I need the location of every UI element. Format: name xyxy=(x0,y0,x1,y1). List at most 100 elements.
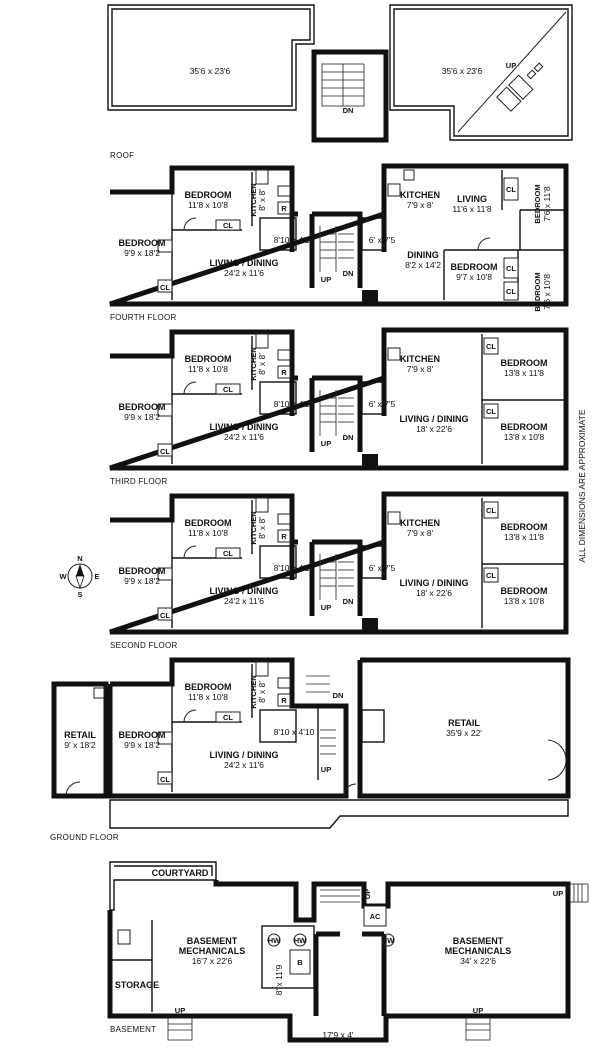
basement-hw-3: HW xyxy=(382,936,395,945)
ground-living-dim: 24'2 x 11'6 xyxy=(224,760,264,770)
second-e-living-dim: 18' x 22'6 xyxy=(416,588,452,598)
ground-kitchen-dim: 8' x 8' xyxy=(257,681,267,703)
second-e-bedroom-a-dim: 13'8 x 11'8 xyxy=(504,532,544,542)
third-e-bedroom-b-dim: 13'8 x 10'8 xyxy=(504,432,545,442)
second-w-bedroom-a-dim: 9'9 x 18'2 xyxy=(124,576,160,586)
ground-retail-small-dim: 9' x 18'2 xyxy=(64,740,95,750)
third-w-kitchen-name: KITCHEN xyxy=(249,347,258,380)
fourth-e-bath-dim: 6' x 7'5 xyxy=(369,235,396,245)
basement-up-3: UP xyxy=(175,1006,185,1015)
fourth-e-cl-2: CL xyxy=(506,264,516,273)
second-floor-plan: N S E W BEDROOM 9'9 x 18'2 BEDROOM 11'8 … xyxy=(59,491,569,650)
second-w-bedroom-a-name: BEDROOM xyxy=(119,566,166,576)
third-e-bedroom-a-name: BEDROOM xyxy=(501,358,548,368)
third-up-label: UP xyxy=(321,439,331,448)
ground-dn-label: DN xyxy=(333,691,344,700)
fourth-e-dining-name: DINING xyxy=(407,250,439,260)
third-e-bedroom-a-dim: 13'8 x 11'8 xyxy=(504,368,544,378)
ground-bedroom-a-dim: 9'9 x 18'2 xyxy=(124,740,160,750)
basement-b-label: B xyxy=(297,958,303,967)
second-up-label: UP xyxy=(321,603,331,612)
fourth-w-living-name: LIVING / DINING xyxy=(209,258,278,268)
fourth-e-bedroom-b-dim: 7'6 x 11'8 xyxy=(542,186,552,221)
second-e-bath-dim: 6' x 7'5 xyxy=(369,563,396,573)
fourth-up-label: UP xyxy=(321,275,331,284)
fourth-e-kitchen-name: KITCHEN xyxy=(400,190,440,200)
basement-hw-1: HW xyxy=(268,936,281,945)
fourth-w-cl-1: CL xyxy=(223,221,233,230)
second-w-cl-1: CL xyxy=(223,549,233,558)
ground-retail-large-dim: 35'9 x 22' xyxy=(446,728,482,738)
basement-mech-left-name2: MECHANICALS xyxy=(179,946,246,956)
fourth-e-living-dim: 11'6 x 11'8 xyxy=(452,204,492,214)
fourth-e-bedroom-b-name: BEDROOM xyxy=(533,184,542,223)
second-dn-label: DN xyxy=(343,597,354,606)
dimensions-note: ALL DIMENSIONS ARE APPROXIMATE xyxy=(577,409,587,562)
basement-mech-right-name: BASEMENT xyxy=(453,936,504,946)
fourth-w-bedroom-a-dim: 9'9 x 18'2 xyxy=(124,248,160,258)
basement-mech-left-dim: 16'7 x 22'6 xyxy=(192,956,233,966)
fourth-e-bedroom-c-name: BEDROOM xyxy=(533,272,542,311)
third-w-bedroom-a-name: BEDROOM xyxy=(119,402,166,412)
basement-vault-dim: 17'9 x 4' xyxy=(322,1030,354,1040)
second-e-cl-2: CL xyxy=(486,571,496,580)
third-w-r: R xyxy=(281,368,287,377)
fourth-w-bedroom-a-name: BEDROOM xyxy=(119,238,166,248)
compass-w: W xyxy=(59,572,67,581)
fourth-e-kitchen-dim: 7'9 x 8' xyxy=(407,200,434,210)
fourth-e-living-name: LIVING xyxy=(457,194,487,204)
roof-dn-label: DN xyxy=(343,106,354,115)
third-e-living-name: LIVING / DINING xyxy=(399,414,468,424)
basement-up-1: UP xyxy=(363,889,372,899)
compass-rose: N S E W xyxy=(59,554,99,599)
third-dn-label: DN xyxy=(343,433,354,442)
basement-boiler-dim: 8' x 11'9 xyxy=(274,964,284,995)
second-floor-label: SECOND FLOOR xyxy=(110,641,178,650)
second-e-bedroom-b-name: BEDROOM xyxy=(501,586,548,596)
third-w-bedroom-b-dim: 11'8 x 10'8 xyxy=(188,364,228,374)
basement-plan: COURTYARD BASEMENT MECHANICALS 16'7 x 22… xyxy=(107,861,589,1043)
second-e-kitchen-name: KITCHEN xyxy=(400,518,440,528)
ground-up-label: UP xyxy=(321,765,331,774)
ground-retail-large-name: RETAIL xyxy=(448,718,480,728)
basement-up-4: UP xyxy=(473,1006,483,1015)
fourth-e-cl-3: CL xyxy=(506,287,516,296)
second-w-cl-2: CL xyxy=(160,611,170,620)
basement-courtyard-label: COURTYARD xyxy=(152,868,209,878)
fourth-w-kitchen-name: KITCHEN xyxy=(249,183,258,216)
second-e-cl-1: CL xyxy=(486,506,496,515)
fourth-w-kitchen-dim: 8' x 8' xyxy=(257,189,267,211)
basement-mech-right-name2: MECHANICALS xyxy=(445,946,512,956)
second-e-bedroom-a-name: BEDROOM xyxy=(501,522,548,532)
third-e-cl-1: CL xyxy=(486,342,496,351)
fourth-w-bedroom-b-name: BEDROOM xyxy=(185,190,232,200)
ground-retail-small-name: RETAIL xyxy=(64,730,96,740)
third-e-bedroom-b-name: BEDROOM xyxy=(501,422,548,432)
basement-up-2: UP xyxy=(553,889,563,898)
basement-floor-label: BASEMENT xyxy=(110,1025,156,1034)
second-w-bath-dim: 8'10 x 4'10 xyxy=(274,563,315,573)
second-w-living-name: LIVING / DINING xyxy=(209,586,278,596)
third-e-living-dim: 18' x 22'6 xyxy=(416,424,452,434)
ground-cl-2: CL xyxy=(160,775,170,784)
ground-floor-plan: RETAIL 9' x 18'2 BEDROOM 9'9 x 18'2 BEDR… xyxy=(50,657,571,842)
fourth-w-bedroom-b-dim: 11'8 x 10'8 xyxy=(188,200,228,210)
fourth-e-bedroom-c-dim: 7'6 x 10'8 xyxy=(542,274,552,310)
ground-cl-1: CL xyxy=(223,713,233,722)
fourth-dn-label: DN xyxy=(343,269,354,278)
third-floor-label: THIRD FLOOR xyxy=(110,477,168,486)
basement-storage-label: STORAGE xyxy=(115,980,159,990)
third-w-cl-2: CL xyxy=(160,447,170,456)
third-e-kitchen-name: KITCHEN xyxy=(400,354,440,364)
third-w-living-name: LIVING / DINING xyxy=(209,422,278,432)
second-w-kitchen-name: KITCHEN xyxy=(249,511,258,544)
second-e-kitchen-dim: 7'9 x 8' xyxy=(407,528,434,538)
fourth-w-cl-2: CL xyxy=(160,283,170,292)
third-w-bedroom-b-name: BEDROOM xyxy=(185,354,232,364)
third-e-cl-2: CL xyxy=(486,407,496,416)
ground-bedroom-a-name: BEDROOM xyxy=(119,730,166,740)
ground-bath-dim: 8'10 x 4'10 xyxy=(274,727,315,737)
fourth-e-bedroom-a-dim: 9'7 x 10'8 xyxy=(456,272,492,282)
ground-bedroom-b-dim: 11'8 x 10'8 xyxy=(188,692,228,702)
